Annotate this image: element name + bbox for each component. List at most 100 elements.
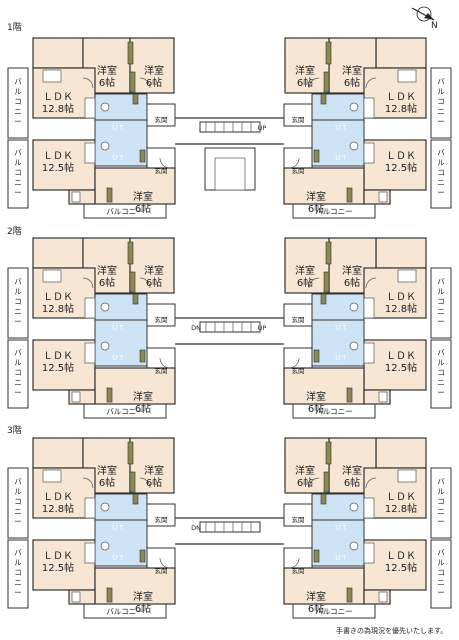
entrance-label: 玄関 [155,115,168,124]
western-room-size: 6帖 [99,276,115,289]
entrance-label: 玄関 [155,166,168,175]
closet [127,41,134,65]
entrance-area [283,103,313,127]
door-swing [139,277,151,289]
washbasin [84,142,96,164]
bath-label: ＵＴ [112,324,125,332]
ldk-label: ＬＤＫ [43,92,73,103]
toilet [100,541,110,551]
western-room [129,37,175,94]
western-room [284,237,330,294]
western-room-size: 6帖 [344,276,360,289]
stair-label-up: UP [258,324,267,332]
toilet [349,502,359,512]
balcony-label: バ [437,548,445,557]
balcony-label: バルコニー [106,207,143,216]
balcony-label: バ [437,277,445,286]
balcony-label: ル [14,558,22,567]
balcony-label: ニ [437,178,445,187]
balcony-label: ニ [437,107,445,116]
door-swing [82,277,94,289]
floor-label-2: 2階 [7,227,22,237]
door-swing [159,157,171,169]
ldk-size: 12.5帖 [42,361,74,374]
shoe-closet [139,149,146,163]
western-room-size: 6帖 [135,402,151,415]
shoe-closet [313,549,320,563]
kitchen-counter [397,269,417,283]
western-room-label: 洋室 [133,390,153,403]
balcony-label: バルコニー [315,607,352,616]
balcony-label: ニ [14,507,22,516]
bath-label: ＵＴ [335,154,348,162]
balcony-label: ル [14,358,22,367]
entry-hall [375,37,427,69]
western-room-size: 6帖 [308,602,324,615]
ldk-size: 12.8帖 [42,502,74,515]
western-room-label: 洋室 [306,390,326,403]
kitchen-counter [42,469,62,483]
shoe-closet [313,149,320,163]
door-swing [288,357,300,369]
stair-flight [199,521,261,533]
washbasin [363,297,375,319]
toilet [349,141,359,151]
balcony-label: コ [14,368,22,377]
balcony-label: ル [437,487,445,496]
balcony-label: バ [14,148,22,157]
washbasin [363,97,375,119]
north-label: N [431,21,438,31]
entrance-stair [214,157,246,191]
fridge [378,591,388,603]
balcony-label: ル [437,358,445,367]
fridge [71,591,81,603]
western-room-label: 洋室 [306,590,326,603]
western-room-size: 6帖 [99,476,115,489]
western-room-label: 洋室 [97,64,117,77]
entrance-label: 玄関 [292,515,305,524]
bath-label: ＵＴ [112,524,125,532]
door-swing [159,357,171,369]
western-room [284,37,330,94]
entrance-area [146,103,176,127]
floor-plan-2: ババルルココニニーーバルコニー洋室6帖洋室6帖ＬＤＫ12.8帖ＬＤＫ12.5帖洋… [7,237,452,419]
western-room-size: 6帖 [135,202,151,215]
balcony-label: コ [437,168,445,177]
balcony-label: ー [437,117,445,126]
balcony-label: バ [14,548,22,557]
balcony-label: バルコニー [315,407,352,416]
entrance-area [146,303,176,327]
ldk-label: ＬＤＫ [386,551,416,562]
fridge [378,191,388,203]
shoe-closet [320,293,327,305]
balcony-label: バルコニー [315,207,352,216]
east-units: ババルルココニニーーバルコニー洋室6帖洋室6帖ＬＤＫ12.8帖ＬＤＫ12.5帖洋… [283,437,452,619]
entrance-area [146,503,176,527]
western-room [129,237,175,294]
bath-label: ＵＴ [335,354,348,362]
western-room-label: 洋室 [133,590,153,603]
closet [325,441,332,465]
closet [346,387,353,403]
ldk-label: ＬＤＫ [43,151,73,162]
closet [346,587,353,603]
door-swing [288,557,300,569]
floor-plan-1: ババルルココニニーーバルコニー洋室6帖洋室6帖ＬＤＫ12.8帖ＬＤＫ12.5帖洋… [7,37,452,219]
bath-label: ＵＴ [335,124,348,132]
west-units: ババルルココニニーーバルコニー洋室6帖洋室6帖ＬＤＫ12.8帖ＬＤＫ12.5帖洋… [7,237,176,419]
entrance-label: 玄関 [292,115,305,124]
closet [323,471,330,493]
toilet [349,541,359,551]
entrance-label: 玄関 [155,515,168,524]
western-room-label: 洋室 [144,464,164,477]
closet [127,241,134,265]
entry-hall [375,237,427,269]
washbasin [84,97,96,119]
western-room-label: 洋室 [133,190,153,203]
bath-label: ＵＴ [112,554,125,562]
balcony-label: ル [14,158,22,167]
balcony-label: ー [437,588,445,597]
balcony-label: ル [437,158,445,167]
western-room-label: 洋室 [97,264,117,277]
balcony-label: コ [14,497,22,506]
